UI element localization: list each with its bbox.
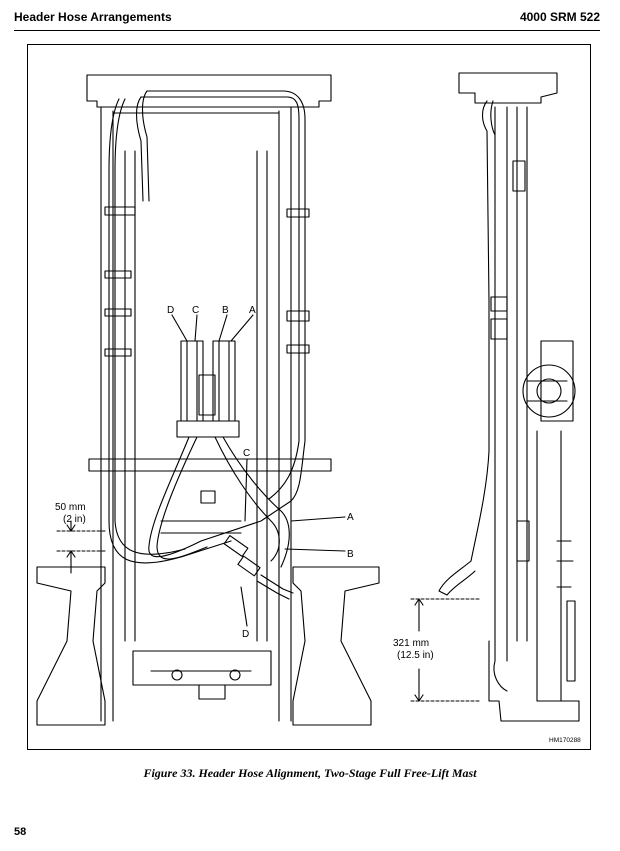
callout-b-top: B — [222, 305, 229, 316]
hose-alignment-illustration: D C B A C A B D 50 mm (2 in) 321 mm (12.… — [36, 72, 581, 744]
callout-c-mid: C — [243, 448, 250, 459]
page-number: 58 — [14, 826, 27, 838]
callout-a-right: A — [347, 512, 354, 523]
callout-d-bottom: D — [242, 629, 249, 640]
figure-frame: D C B A C A B D 50 mm (2 in) 321 mm (12.… — [27, 44, 591, 750]
dimension-321-in: (12.5 in) — [397, 650, 434, 661]
dimension-50-mm: 50 mm — [55, 502, 86, 513]
dimension-321-mm: 321 mm — [393, 638, 429, 649]
header-rule — [14, 30, 600, 31]
callout-b-right: B — [347, 549, 354, 560]
header-doc-id: 4000 SRM 522 — [519, 10, 600, 24]
header-section-title: Header Hose Arrangements — [14, 10, 172, 24]
dimension-50-in: (2 in) — [63, 514, 86, 525]
side-view — [410, 72, 580, 722]
front-view — [36, 74, 380, 726]
callout-a-top: A — [249, 305, 256, 316]
callout-d-top: D — [167, 305, 174, 316]
figure-caption: Figure 33. Header Hose Alignment, Two-St… — [143, 766, 477, 780]
figure-code: HM170288 — [549, 737, 581, 744]
callout-c-top: C — [192, 305, 199, 316]
